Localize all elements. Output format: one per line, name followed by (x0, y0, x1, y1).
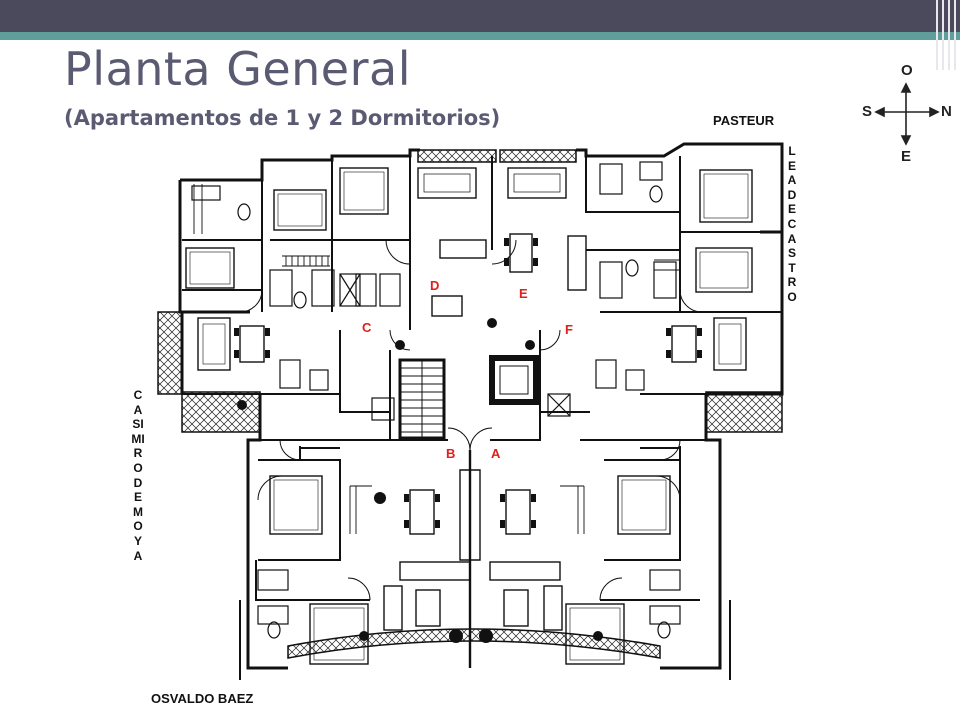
unit-label-e: E (519, 286, 528, 301)
plants (237, 318, 603, 643)
unit-label-a: A (491, 446, 501, 461)
chairs (234, 238, 702, 528)
page-subtitle: (Apartamentos de 1 y 2 Dormitorios) (64, 106, 501, 130)
compass-top-label: O (901, 62, 913, 79)
compass-right-label: N (941, 103, 952, 120)
street-label-pasteur: PASTEUR (713, 113, 775, 128)
accent-line (0, 32, 960, 40)
unit-label-d: D (430, 278, 440, 293)
corner-decoration (930, 0, 960, 70)
stair-core (398, 355, 539, 440)
compass-arrows (874, 82, 940, 146)
closets (193, 184, 680, 534)
living-furniture (197, 167, 747, 631)
header-tab (580, 40, 780, 62)
compass-left-label: S (862, 103, 873, 120)
street-label-lea-de-castro: LEA DE CASTRO (787, 144, 797, 304)
bedroom-furniture (185, 167, 753, 665)
street-label-casimiro-de-moya: CASIMIRO DE MOYA (131, 388, 145, 563)
balconies (157, 149, 783, 659)
unit-label-f: F (565, 322, 573, 337)
unit-label-b: B (446, 446, 456, 461)
interior-walls (182, 156, 782, 668)
bathroom-fixtures (191, 161, 681, 639)
compass-bottom-label: E (901, 148, 912, 165)
header-band (0, 0, 960, 32)
street-label-osvaldo-baez: OSVALDO BAEZ (151, 691, 254, 706)
unit-label-c: C (362, 320, 372, 335)
page-title: Planta General (64, 42, 411, 96)
